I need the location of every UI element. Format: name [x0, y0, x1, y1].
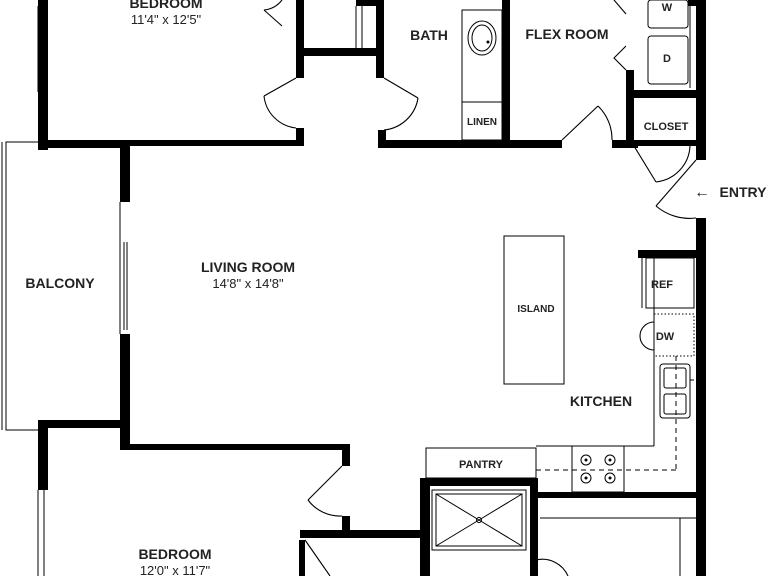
bedroom-bottom-name: BEDROOM	[138, 546, 211, 562]
washer-label: W	[662, 2, 673, 14]
room-labels: BEDROOM 11'4" x 12'5" BATH FLEX ROOM W D…	[25, 0, 767, 576]
pantry-label: PANTRY	[459, 459, 504, 471]
island-label: ISLAND	[517, 304, 554, 315]
bath-label: BATH	[410, 27, 448, 43]
dryer-label: D	[663, 53, 671, 65]
kitchen-label: KITCHEN	[570, 393, 632, 409]
living-room-dims: 14'8" x 14'8"	[212, 276, 284, 291]
bedroom-top-name: BEDROOM	[129, 0, 202, 11]
doors	[263, 0, 697, 576]
bedroom-bottom-dims: 12'0" x 11'7"	[140, 563, 211, 576]
balcony-label: BALCONY	[25, 275, 95, 291]
entry-arrow: ←	[694, 184, 710, 201]
bedroom-top-dims: 11'4" x 12'5"	[131, 12, 202, 27]
dw-label: DW	[656, 331, 675, 343]
living-room-label: LIVING ROOM	[201, 259, 295, 275]
walls	[38, 0, 706, 576]
windows	[1, 6, 363, 576]
closet-label: CLOSET	[644, 121, 689, 133]
flex-room-label: FLEX ROOM	[525, 26, 608, 42]
linen-label: LINEN	[467, 117, 497, 128]
ref-label: REF	[651, 279, 673, 291]
fixtures	[425, 0, 696, 576]
entry-label: ENTRY	[720, 184, 768, 200]
